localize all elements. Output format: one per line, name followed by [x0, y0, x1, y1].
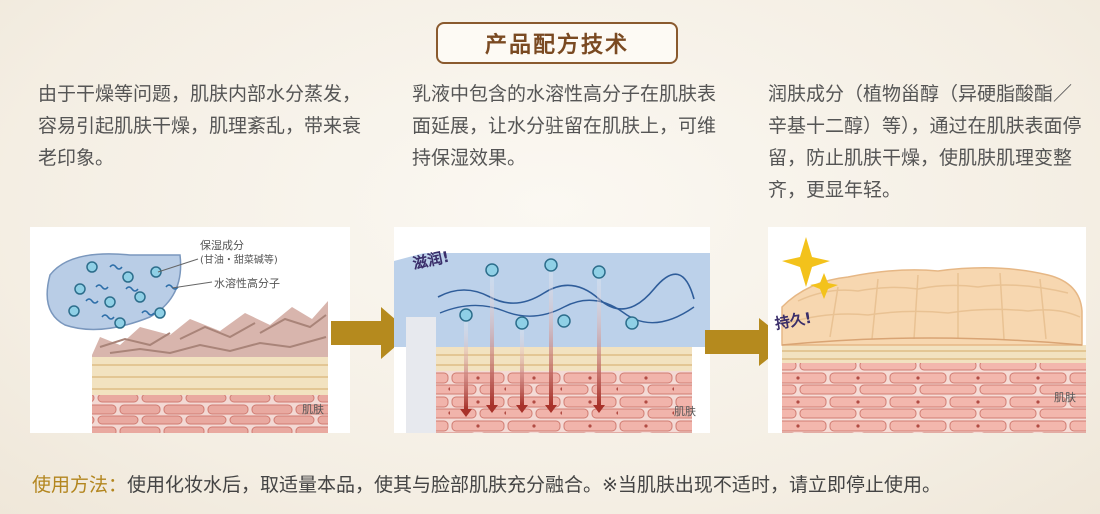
sparkle-icon [810, 273, 838, 299]
illustration-dry-skin: 保湿成分 (甘油・甜菜碱等) 水溶性高分子 肌肤 [30, 227, 350, 433]
illustration-smooth-skin: 持久! 肌肤 [768, 227, 1086, 433]
sparkle-icon [782, 237, 830, 287]
description-emollient: 润肤成分（植物甾醇（异硬脂酸酯／辛基十二醇）等），通过在肌肤表面停留，防止肌肤干… [768, 83, 1082, 201]
label-skin: 肌肤 [674, 404, 696, 418]
label-polymer: 水溶性高分子 [214, 276, 280, 290]
description-polymer: 乳液中包含的水溶性高分子在肌肤表面延展，让水分驻留在肌肤上，可维持保湿效果。 [412, 83, 717, 169]
label-moisture: 保湿成分 [200, 238, 244, 252]
description-dry-skin: 由于干燥等问题，肌肤内部水分蒸发，容易引起肌肤干燥，肌理紊乱，带来衰老印象。 [38, 83, 362, 169]
label-skin: 肌肤 [1054, 390, 1076, 404]
label-moisture-examples: (甘油・甜菜碱等) [200, 253, 278, 266]
section-title: 产品配方技术 [436, 22, 678, 64]
usage-text: 使用化妆水后，取适量本品，使其与脸部肌肤充分融合。※当肌肤出现不适时，请立即停止… [127, 474, 941, 496]
usage-instructions: 使用方法：使用化妆水后，取适量本品，使其与脸部肌肤充分融合。※当肌肤出现不适时，… [32, 470, 941, 497]
usage-label: 使用方法： [32, 474, 128, 496]
label-skin: 肌肤 [302, 402, 324, 416]
arrow-right-icon [331, 307, 411, 359]
illustration-polymer-film: 滋润! 肌肤 [394, 227, 710, 433]
